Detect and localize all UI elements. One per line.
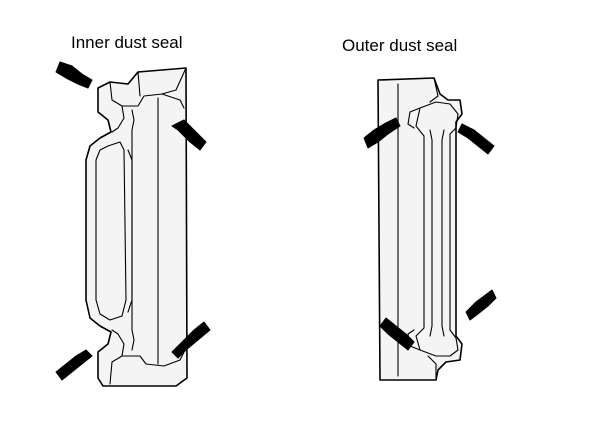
inner-seal-body — [85, 67, 188, 387]
inner-arrows — [55, 61, 211, 381]
arrow-icon — [55, 349, 93, 381]
inner-seal-profile-left — [95, 141, 127, 321]
arrow-icon — [171, 119, 207, 151]
outer-dust-seal-label: Outer dust seal — [342, 36, 458, 55]
inner-dust-seal — [85, 67, 188, 387]
arrow-icon — [363, 117, 401, 149]
inner-dust-seal-label: Inner dust seal — [71, 33, 183, 52]
outer-arrows — [363, 117, 497, 351]
arrow-icon — [171, 321, 211, 359]
inner-seal-lip-top — [109, 81, 185, 133]
outer-dust-seal — [377, 77, 463, 381]
inner-seal-core — [127, 149, 133, 313]
arrow-icon — [465, 289, 497, 321]
arrow-icon — [457, 123, 495, 155]
inner-seal-top-cut — [137, 67, 187, 97]
arrow-icon — [55, 61, 93, 89]
outer-seal-plate — [377, 77, 463, 381]
outer-seal-element — [415, 101, 459, 357]
arrow-icon — [379, 317, 415, 351]
outer-seal-lip — [427, 77, 439, 381]
outer-seal-inner-lines — [397, 83, 445, 377]
inner-seal-lip-bottom — [109, 329, 185, 385]
